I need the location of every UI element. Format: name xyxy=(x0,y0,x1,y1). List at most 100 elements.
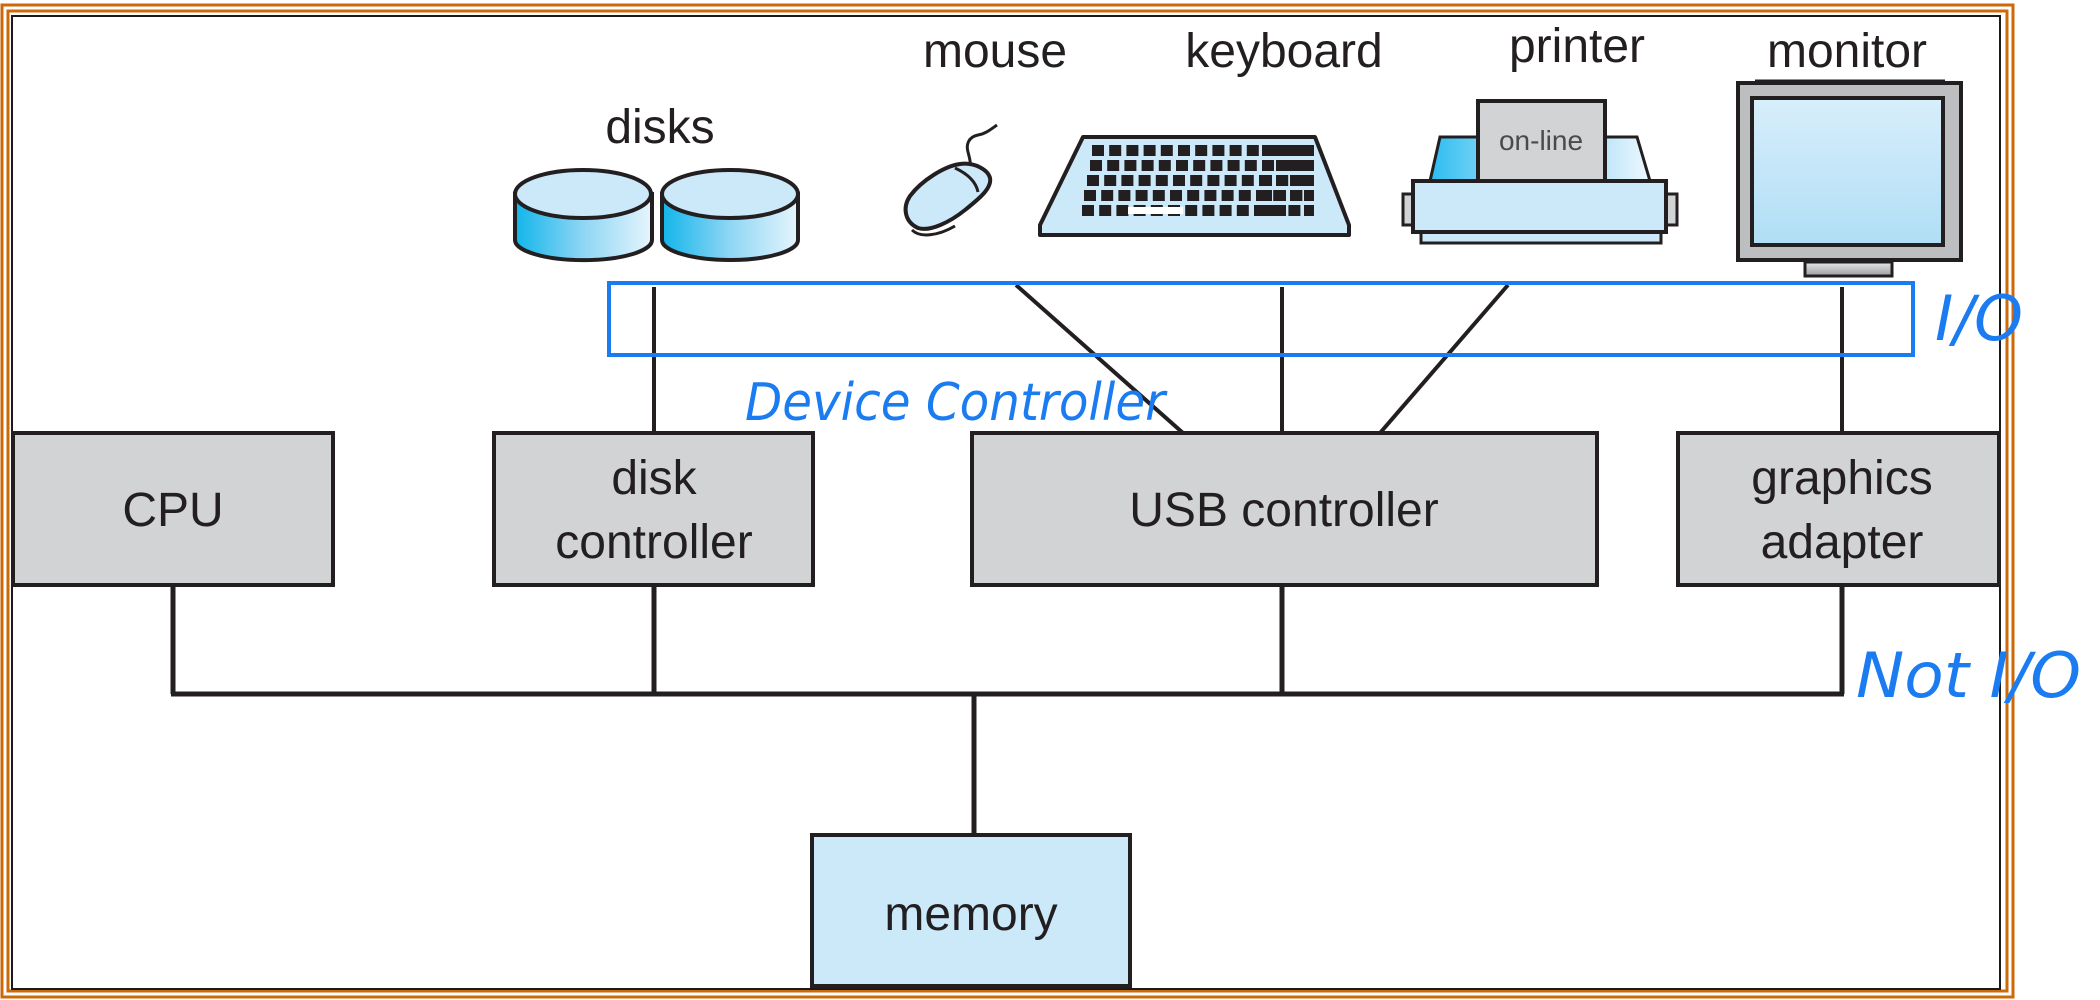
keyboard-key xyxy=(1276,160,1286,171)
keyboard-key xyxy=(1262,160,1272,171)
mouse-connection xyxy=(1014,283,1185,435)
device-controller-annotation: Device Controller xyxy=(745,373,1168,433)
keyboard-key xyxy=(1082,205,1094,216)
keyboard-key xyxy=(1124,160,1137,171)
keyboard-key xyxy=(1296,160,1309,171)
keyboard-key xyxy=(1109,145,1122,156)
keyboard-key xyxy=(1121,175,1134,186)
keyboard-key xyxy=(1219,205,1232,216)
graphics-adapter-label-line1: graphics xyxy=(1751,452,1932,505)
io-annotation: I/O xyxy=(1935,282,2023,355)
memory-label: memory xyxy=(884,888,1057,941)
keyboard-key xyxy=(1304,205,1314,216)
keyboard-key xyxy=(1204,190,1217,201)
keyboard-key xyxy=(1262,190,1272,201)
keyboard-key xyxy=(1276,175,1286,186)
disk-icon xyxy=(513,168,654,263)
keyboard-key xyxy=(1160,145,1173,156)
keyboard-key xyxy=(1099,205,1112,216)
keyboard-label: keyboard xyxy=(1185,25,1382,78)
keyboard-key xyxy=(1176,160,1188,171)
disk-icon xyxy=(660,168,800,262)
printer-label: printer xyxy=(1509,20,1645,73)
keyboard-key xyxy=(1138,175,1151,186)
keyboard-key xyxy=(1276,190,1286,201)
keyboard-key xyxy=(1254,205,1266,216)
keyboard-key xyxy=(1241,175,1254,186)
keyboard-key xyxy=(1262,145,1272,156)
cpu-label: CPU xyxy=(122,484,223,537)
graphics-adapter-box: graphics adapter xyxy=(1676,431,2001,587)
keyboard-key xyxy=(1262,205,1272,216)
keyboard-key xyxy=(1290,175,1300,186)
printer-online-text: on-line xyxy=(1499,125,1583,156)
device-connections xyxy=(652,283,1844,435)
keyboard-key xyxy=(1244,160,1257,171)
io-highlight-box xyxy=(607,281,1915,357)
keyboard-key xyxy=(1118,190,1131,201)
keyboard-key xyxy=(1152,190,1165,201)
graphics-adapter-label-line2: adapter xyxy=(1761,516,1924,569)
keyboard-key xyxy=(1158,160,1171,171)
usb-controller-label: USB controller xyxy=(1129,484,1438,537)
keyboard-key xyxy=(1210,160,1223,171)
keyboard-key xyxy=(1304,160,1314,171)
printer-icon: on-line xyxy=(1401,99,1679,245)
printer-connection xyxy=(1378,283,1510,435)
keyboard-key xyxy=(1141,160,1154,171)
keyboard-key xyxy=(1170,190,1182,201)
keyboard-key xyxy=(1221,190,1234,201)
keyboard-key xyxy=(1104,175,1117,186)
keyboard-key xyxy=(1084,190,1096,201)
monitor-icon xyxy=(1736,79,1963,278)
keyboard-key xyxy=(1116,205,1129,216)
keyboard-key xyxy=(1224,175,1237,186)
keyboard-key xyxy=(1193,160,1206,171)
keyboard-key xyxy=(1155,175,1168,186)
keyboard-key xyxy=(1290,190,1300,201)
keyboard-key xyxy=(1227,160,1240,171)
keyboard-spacebar xyxy=(1128,207,1183,214)
keyboard-key xyxy=(1178,145,1190,156)
keyboard-key xyxy=(1212,145,1225,156)
keyboard-key xyxy=(1187,190,1200,201)
mouse-icon xyxy=(903,123,998,237)
keyboard-key xyxy=(1276,205,1286,216)
keyboard-key xyxy=(1276,145,1286,156)
keyboard-key xyxy=(1262,175,1272,186)
keyboard-key xyxy=(1304,190,1314,201)
keyboard-key xyxy=(1143,145,1156,156)
monitor-label: monitor xyxy=(1767,25,1927,78)
keyboard-key xyxy=(1304,175,1314,186)
keyboard-key xyxy=(1202,205,1215,216)
cpu-box: CPU xyxy=(11,431,335,587)
disks-label: disks xyxy=(605,101,714,154)
keyboard-key xyxy=(1101,190,1114,201)
system-bus xyxy=(170,585,1845,835)
keyboard-key xyxy=(1246,145,1259,156)
keyboard-key xyxy=(1304,145,1314,156)
keyboard-key xyxy=(1092,145,1104,156)
usb-controller-box: USB controller xyxy=(970,431,1599,587)
keyboard-key xyxy=(1281,145,1294,156)
disk-controller-label-line2: controller xyxy=(555,516,752,569)
keyboard-key xyxy=(1126,145,1139,156)
keyboard-key xyxy=(1185,205,1198,216)
keyboard-icon xyxy=(1038,135,1351,237)
disk-controller-box: disk controller xyxy=(492,431,815,587)
keyboard-key xyxy=(1173,175,1185,186)
keyboard-key xyxy=(1229,145,1242,156)
keyboard-key xyxy=(1190,175,1203,186)
keyboard-key xyxy=(1195,145,1208,156)
memory-box: memory xyxy=(810,833,1132,988)
keyboard-key xyxy=(1090,160,1102,171)
mouse-label: mouse xyxy=(923,25,1067,78)
disk-controller-label-line1: disk xyxy=(611,452,697,505)
keyboard-key xyxy=(1236,205,1249,216)
keyboard-key xyxy=(1087,175,1099,186)
keyboard-key xyxy=(1290,160,1300,171)
keyboard-key xyxy=(1290,205,1300,216)
not-io-annotation: Not I/O xyxy=(1856,639,2081,712)
keyboard-key xyxy=(1290,145,1300,156)
